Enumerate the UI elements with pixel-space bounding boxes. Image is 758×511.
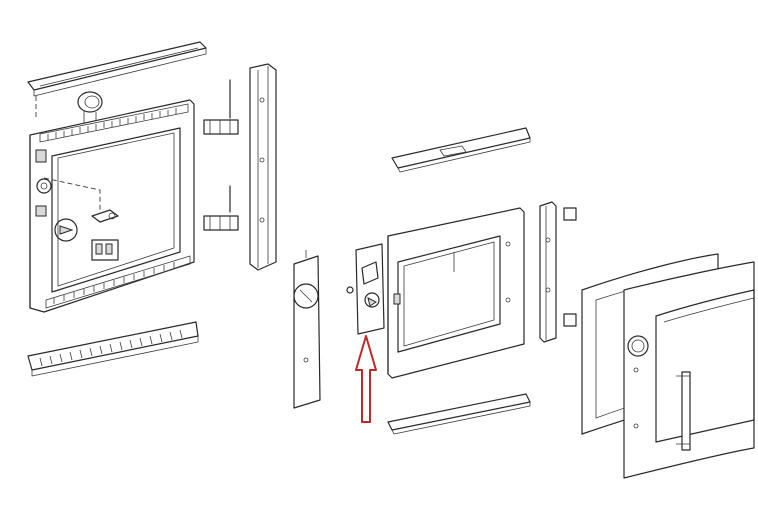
- outer-frame-callouts: [35, 96, 119, 261]
- inner-door-hinge-plate: [346, 243, 385, 335]
- inner-door-frame: [387, 207, 525, 379]
- outer-frame-side-hinge-rail: [249, 63, 277, 271]
- front-door-panel-with-handle: [623, 261, 755, 479]
- outer-frame-top-trim: [27, 41, 207, 97]
- inner-door-top-trim: [391, 127, 531, 173]
- inner-door-bottom-trim: [387, 393, 531, 435]
- outer-frame-bottom-vent-trim: [27, 321, 199, 377]
- inner-door-left-panel: [293, 250, 321, 409]
- outer-frame: [29, 99, 195, 313]
- hinge-brackets: [203, 79, 239, 231]
- highlight-arrow: [355, 335, 377, 423]
- inner-door-right-rail: [539, 201, 577, 343]
